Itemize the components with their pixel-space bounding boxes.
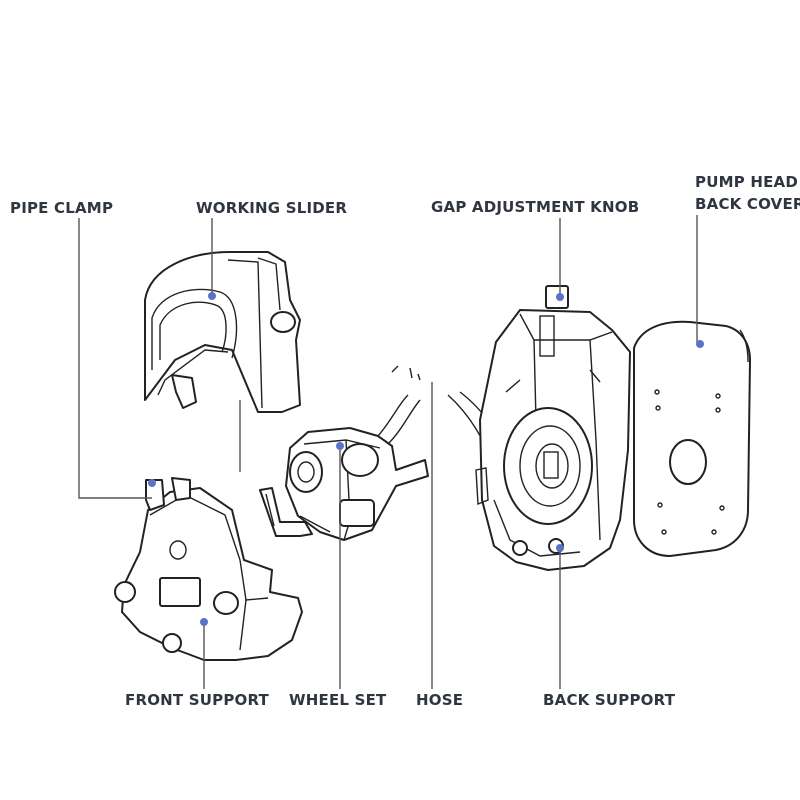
label-pump-head-line2: BACK COVER	[695, 195, 800, 213]
pipe-clamp-part	[259, 487, 313, 537]
label-hose: HOSE	[416, 691, 464, 709]
label-front-support: FRONT SUPPORT	[125, 691, 269, 709]
marker-back-support	[556, 544, 564, 552]
marker-back-cover	[696, 340, 704, 348]
label-pipe-clamp: PIPE CLAMP	[10, 199, 114, 217]
label-working-slider: WORKING SLIDER	[196, 199, 348, 217]
marker-wheel-set	[336, 442, 344, 450]
marker-gap-knob	[556, 293, 564, 301]
pump-head-back-cover-part	[633, 320, 751, 557]
marker-dots	[148, 292, 704, 626]
marker-working-slider	[208, 292, 216, 300]
back-support-part	[475, 285, 631, 571]
label-pump-head-line1: PUMP HEAD	[695, 173, 798, 191]
marker-pipe-clamp	[148, 479, 156, 487]
front-support-part	[114, 477, 303, 661]
marker-front-support	[200, 618, 208, 626]
wheel-set-part	[285, 427, 429, 541]
working-slider-part	[144, 251, 301, 413]
label-wheel-set: WHEEL SET	[289, 691, 387, 709]
label-gap-adjustment-knob: GAP ADJUSTMENT KNOB	[431, 198, 640, 216]
label-back-support: BACK SUPPORT	[543, 691, 676, 709]
